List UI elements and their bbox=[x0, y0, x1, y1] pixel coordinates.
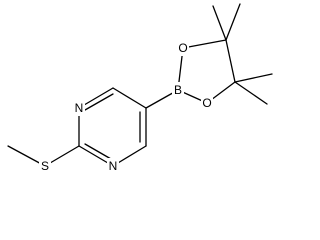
atom-o-lower-label: O bbox=[202, 96, 211, 110]
atom-o-upper-label: O bbox=[178, 41, 187, 55]
bond-n3-c2-inner bbox=[84, 143, 112, 160]
bond-o-upper-c bbox=[182, 39, 227, 49]
atom-n3-label: N bbox=[109, 159, 118, 173]
structure-canvas: N N S B O O bbox=[7, 3, 273, 174]
bond-s-methyl bbox=[7, 145, 46, 167]
bond-methyl-upper-right bbox=[225, 3, 241, 41]
bond-c-c bbox=[225, 39, 236, 83]
atom-n1-label: N bbox=[75, 101, 84, 115]
chemical-structure: N N S B O O bbox=[7, 3, 273, 174]
atom-sulfur-label: S bbox=[41, 159, 49, 173]
bond-methyl-lower-right bbox=[234, 73, 273, 83]
bond-n1-c6-inner bbox=[84, 93, 114, 111]
bond-methyl-lower-down bbox=[234, 81, 268, 105]
atom-boron-label: B bbox=[174, 83, 182, 97]
bond-methyl-upper-left bbox=[212, 5, 227, 41]
bond-c6-c5 bbox=[112, 87, 147, 109]
